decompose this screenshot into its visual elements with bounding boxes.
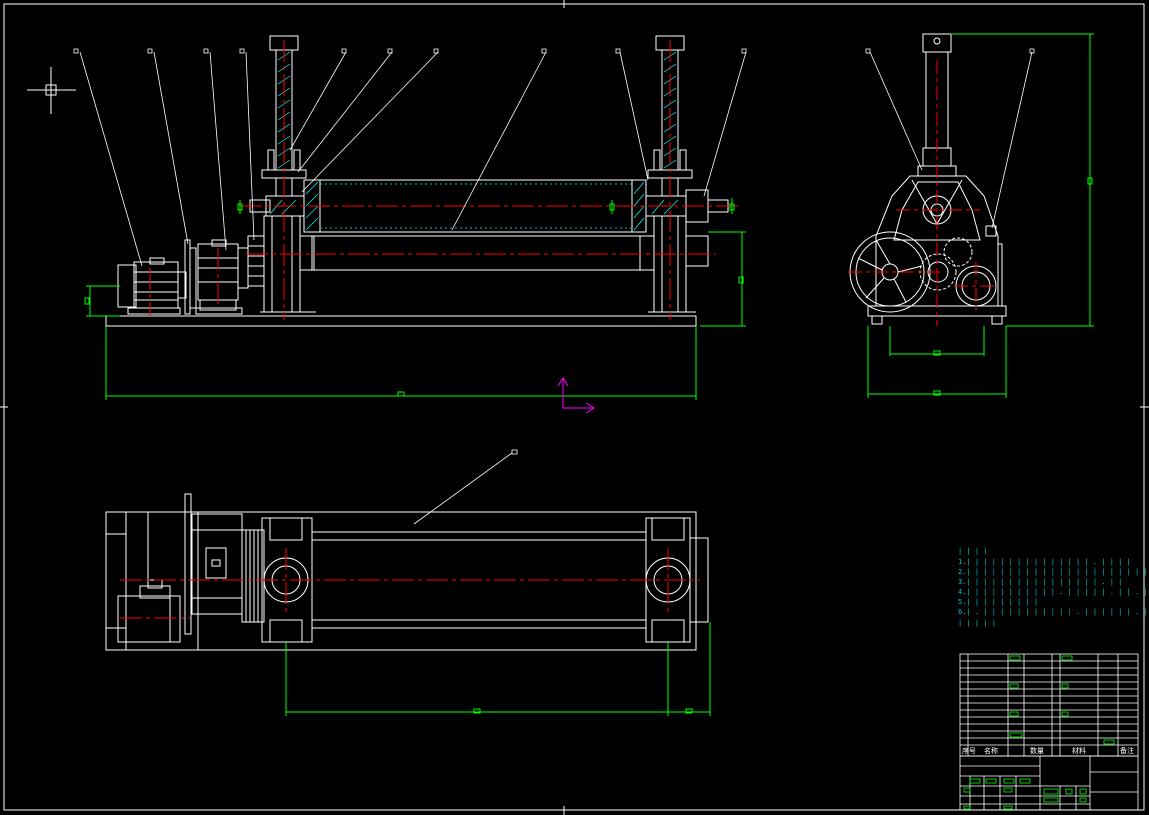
front-view-centerlines xyxy=(149,40,740,320)
front-view-reducer xyxy=(195,235,265,315)
note-line: 5.| | | | | | | | | xyxy=(958,598,1038,606)
top-view-dimensions xyxy=(285,622,711,716)
column-label-index: 序号 xyxy=(962,746,976,755)
front-view-coupling xyxy=(184,239,197,315)
part-leader-lines xyxy=(73,48,1035,525)
side-view xyxy=(848,33,1094,398)
note-line: 3.| | | | | | | | | | | | | | | | . | | xyxy=(958,578,1122,586)
parts-list-cells xyxy=(1009,655,1115,745)
note-line: 6.| . | | | | | | | | | | | . | | | | | … xyxy=(958,608,1149,616)
notes-heading: | | | | xyxy=(958,547,988,555)
front-view-motor xyxy=(117,257,187,315)
column-label-name: 名称 xyxy=(984,746,998,755)
front-view-lower-roller xyxy=(299,235,655,271)
technical-notes: | | | | 1.| | | | | | | | | | | | | | | … xyxy=(958,547,1149,627)
column-label-remarks: 备注 xyxy=(1120,746,1134,755)
note-line: 4.| | | | | | | | | | | . | | | | | . | … xyxy=(958,588,1149,596)
title-block-cells xyxy=(963,778,1087,810)
front-view xyxy=(84,35,746,400)
note-line: 1.| | | | | | | | | | | | | | | . | | | … xyxy=(958,558,1131,566)
column-label-quantity: 数量 xyxy=(1030,746,1044,755)
title-block xyxy=(959,755,1139,811)
front-view-base xyxy=(105,311,697,327)
front-view-right-column xyxy=(647,35,709,313)
top-view-drive xyxy=(184,493,265,635)
ucs-axis-icon xyxy=(557,377,595,414)
column-label-material: 材料 xyxy=(1072,746,1086,755)
side-view-dimensions xyxy=(867,33,1094,398)
top-view-base xyxy=(105,511,697,651)
top-view-motor xyxy=(117,579,181,643)
front-view-dimensions xyxy=(84,198,746,400)
parts-list-header: 序号 名称 数量 材料 备注 xyxy=(962,746,1134,755)
top-view xyxy=(105,493,711,716)
side-view-centerlines xyxy=(848,60,998,326)
top-view-centerlines xyxy=(120,548,700,619)
note-line: | | | | | xyxy=(958,619,996,627)
note-line: 2.| | | | | | | | | | | | | | | | | | | … xyxy=(958,568,1149,576)
parts-list-table xyxy=(959,653,1139,757)
crosshair-cursor-icon xyxy=(27,67,76,114)
